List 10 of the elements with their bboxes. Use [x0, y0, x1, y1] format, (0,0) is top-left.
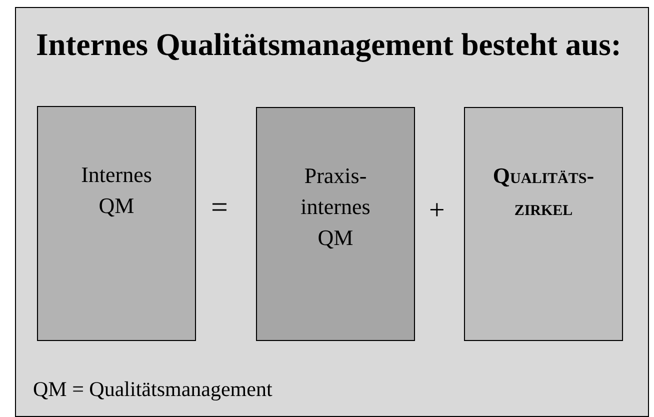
box-text: Qualitäts- zirkel — [492, 162, 596, 222]
footnote: QM = Qualitätsmanagement — [33, 377, 272, 402]
text-box — [464, 107, 623, 341]
box-text: Praxis- internes QM — [300, 162, 372, 252]
title: Internes Qualitätsmanagement besteht aus: — [36, 27, 622, 63]
box-text: Internes QM — [80, 161, 153, 220]
equals-sign: = — [211, 191, 228, 225]
text-box — [37, 106, 196, 341]
plus-sign: + — [429, 195, 445, 227]
text-box — [256, 107, 415, 341]
